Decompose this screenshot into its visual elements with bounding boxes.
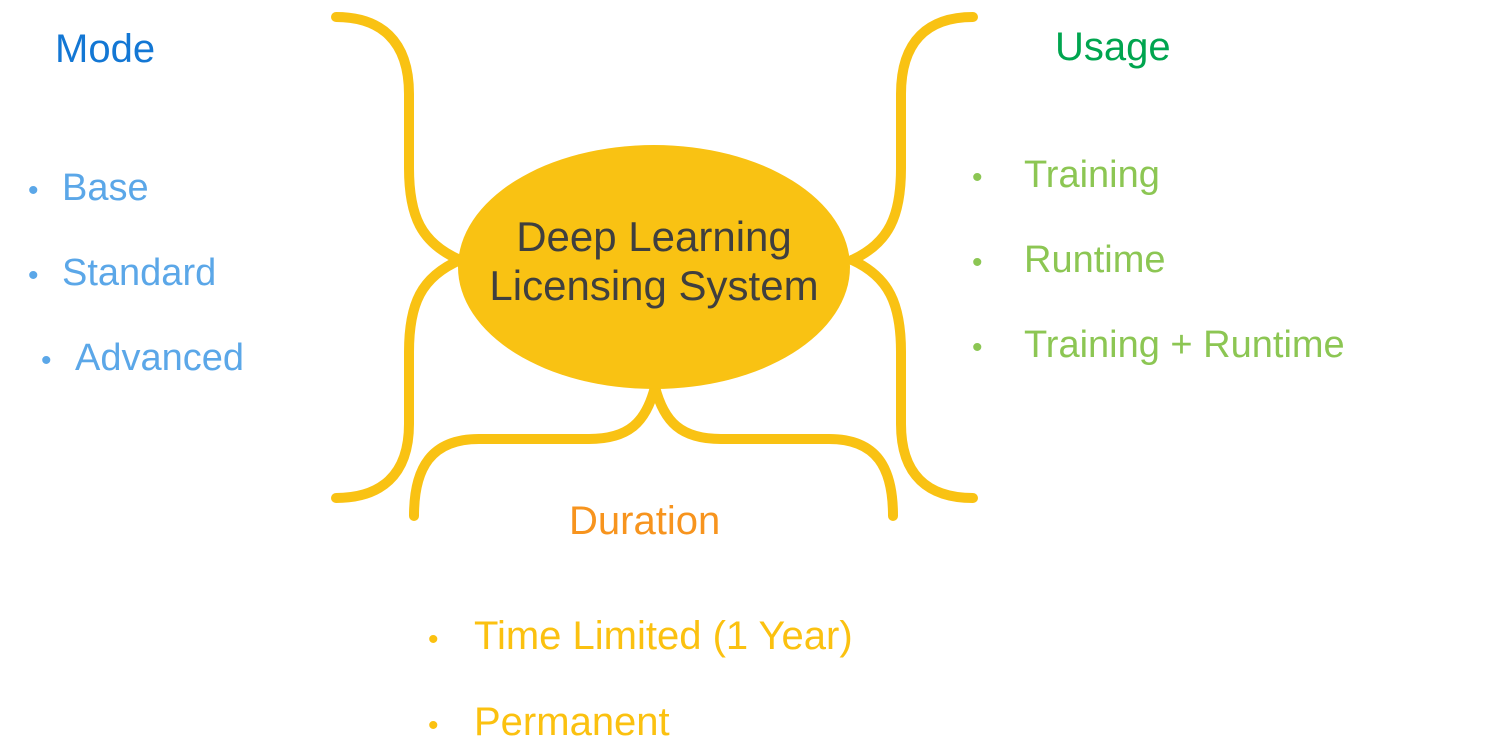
mode-heading: Mode (55, 27, 156, 71)
branch-left-upper-line (331, 12, 465, 265)
branch-right-upper-line (847, 12, 978, 265)
mode-item-list: • Base • Standard • Advanced (28, 166, 244, 421)
bullet-icon: • (972, 246, 983, 279)
usage-heading: Usage (1055, 25, 1171, 69)
list-item: • Time Limited (1 Year) (428, 614, 853, 662)
bullet-icon: • (428, 709, 439, 742)
usage-item-label: Training + Runtime (1024, 324, 1345, 366)
list-item: • Base (28, 166, 244, 213)
mode-item-label: Advanced (75, 337, 245, 379)
list-item: • Training (972, 153, 1345, 200)
list-item: • Advanced (28, 336, 244, 383)
bullet-icon: • (41, 344, 52, 377)
center-node-line1: Deep Learning (516, 213, 792, 260)
center-node-line2: Licensing System (489, 262, 819, 309)
bullet-icon: • (28, 174, 39, 207)
duration-item-list: • Time Limited (1 Year) • Permanent (428, 614, 853, 755)
usage-item-list: • Training • Runtime • Training + Runtim… (972, 153, 1345, 408)
branch-left-lower-line (331, 255, 465, 503)
bullet-icon: • (972, 331, 983, 364)
branch-right-lower-line (847, 255, 978, 503)
duration-item-label: Time Limited (1 Year) (474, 614, 853, 658)
bullet-icon: • (428, 623, 439, 656)
duration-item-label: Permanent (474, 700, 670, 744)
mode-item-label: Base (62, 167, 149, 209)
list-item: • Permanent (428, 700, 853, 748)
branch-bottom-bracket-line (409, 382, 898, 521)
bullet-icon: • (28, 259, 39, 292)
center-node-label: Deep Learning Licensing System (454, 212, 854, 310)
usage-item-label: Runtime (1024, 239, 1166, 281)
list-item: • Training + Runtime (972, 323, 1345, 370)
duration-heading: Duration (569, 499, 721, 543)
list-item: • Runtime (972, 238, 1345, 285)
usage-item-label: Training (1024, 154, 1160, 196)
mode-item-label: Standard (62, 252, 217, 294)
center-node-ellipse (458, 145, 850, 389)
bullet-icon: • (972, 161, 983, 194)
list-item: • Standard (28, 251, 244, 298)
